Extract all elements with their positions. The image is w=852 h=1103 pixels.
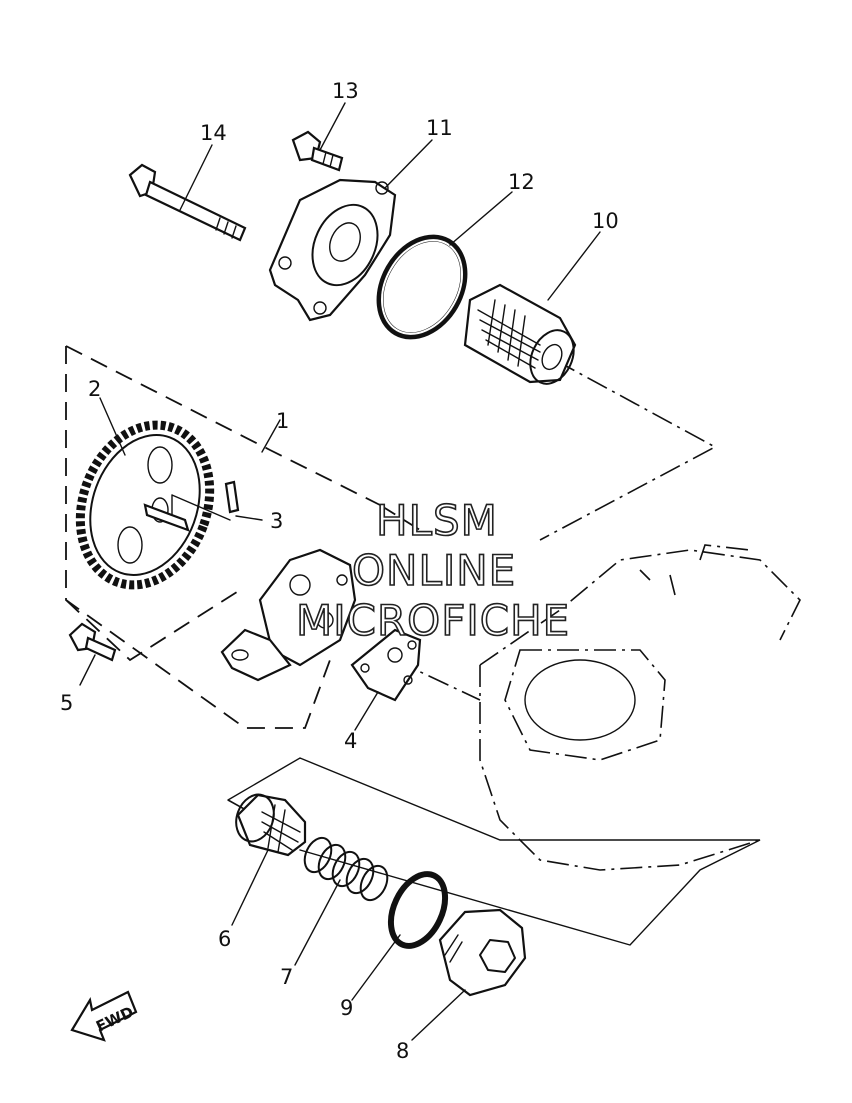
o-ring-9 bbox=[387, 871, 449, 949]
strainer-6 bbox=[235, 793, 307, 857]
callout-9: 9 bbox=[340, 996, 353, 1020]
callout-leaders bbox=[79, 102, 601, 1041]
callout-13: 13 bbox=[332, 79, 359, 103]
callout-3: 3 bbox=[270, 509, 283, 533]
pump-body-1 bbox=[220, 548, 357, 682]
callout-12: 12 bbox=[508, 170, 535, 194]
callout-11: 11 bbox=[426, 116, 453, 140]
callout-labels: 13 14 11 12 10 2 1 3 5 4 6 7 9 8 bbox=[60, 79, 619, 1063]
watermark-line3: MICROFICHE bbox=[296, 596, 570, 645]
drain-plug-8 bbox=[438, 908, 527, 997]
watermark-line2: ONLINE bbox=[352, 546, 516, 595]
pump-gear-2 bbox=[75, 420, 231, 590]
callout-7: 7 bbox=[280, 965, 293, 989]
spring-7 bbox=[303, 836, 389, 902]
fwd-arrow-icon: FWD bbox=[70, 990, 138, 1042]
gasket-plate-4 bbox=[350, 628, 422, 702]
callout-5: 5 bbox=[60, 691, 73, 715]
callout-2: 2 bbox=[88, 377, 101, 401]
callout-6: 6 bbox=[218, 927, 231, 951]
pin-3 bbox=[224, 480, 263, 521]
callout-8: 8 bbox=[396, 1039, 409, 1063]
oil-filter-10 bbox=[463, 283, 577, 385]
short-bolt-13 bbox=[291, 130, 344, 172]
o-ring-12 bbox=[376, 234, 468, 340]
screw-5 bbox=[68, 622, 117, 662]
watermark: HLSM ONLINE MICROFICHE bbox=[295, 495, 570, 646]
pump-assembly-outline bbox=[65, 345, 421, 729]
callout-1: 1 bbox=[276, 409, 289, 433]
filter-cover-11 bbox=[268, 178, 397, 322]
callout-4: 4 bbox=[344, 729, 357, 753]
crankcase-outline bbox=[479, 544, 801, 871]
callout-14: 14 bbox=[200, 121, 227, 145]
callout-10: 10 bbox=[592, 209, 619, 233]
watermark-line1: HLSM bbox=[376, 496, 498, 545]
long-bolt-14 bbox=[128, 163, 247, 242]
